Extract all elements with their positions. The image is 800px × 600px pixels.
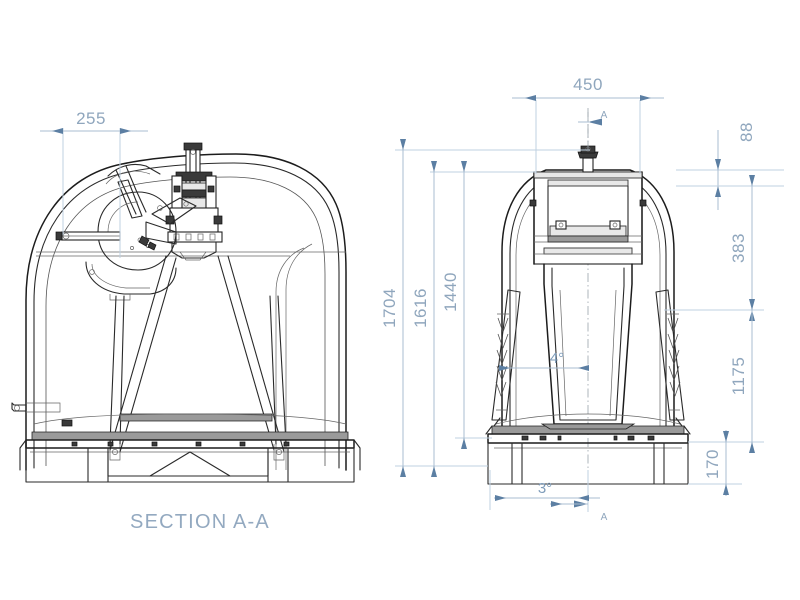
dimension-170: 170 [688, 430, 742, 496]
dimension-450-label: 450 [573, 75, 603, 94]
dimension-1440-label: 1440 [441, 272, 460, 312]
dimension-angle-3: 3° [489, 470, 600, 512]
dimension-255-label: 255 [76, 109, 106, 128]
left-side-nozzle [11, 402, 61, 413]
dimension-1616: 1616 [411, 161, 536, 477]
left-base-assembly [19, 413, 361, 483]
dimension-1440: 1440 [441, 161, 536, 449]
right-base-assembly [485, 413, 691, 485]
section-mark-bottom: A [550, 500, 608, 523]
dimension-1704-label: 1704 [380, 288, 399, 328]
right-side-chevron-left [491, 289, 521, 421]
left-small-plate [61, 419, 73, 427]
section-mark-top-label: A [601, 110, 608, 121]
left-section-view: 255 SECTION A-A [11, 109, 361, 533]
dimension-1616-label: 1616 [411, 288, 430, 328]
dimension-170-label: 170 [703, 449, 722, 479]
dimension-450: 450 [512, 75, 664, 174]
dimension-1175-label: 1175 [729, 357, 748, 396]
section-mark-bottom-label: A [601, 512, 608, 523]
right-front-view: 450 88 383 1175 [380, 75, 784, 523]
section-mark-top: A [578, 110, 608, 150]
dimension-383-label: 383 [729, 233, 748, 263]
dimension-1175: 1175 [688, 299, 764, 453]
section-caption: SECTION A-A [130, 511, 270, 533]
dimension-383: 383 [664, 175, 764, 321]
dimension-1704: 1704 [380, 139, 590, 477]
dimension-angle-3-label: 3° [538, 480, 552, 497]
dimension-angle-4: 4° [498, 350, 589, 371]
right-upper-housing [529, 171, 647, 265]
dimension-angle-4-label: 4° [550, 350, 564, 367]
right-side-chevron-right [655, 289, 685, 421]
dimension-255: 255 [40, 109, 148, 258]
dimension-88-label: 88 [737, 122, 756, 142]
left-mast-mechanism [165, 142, 223, 261]
